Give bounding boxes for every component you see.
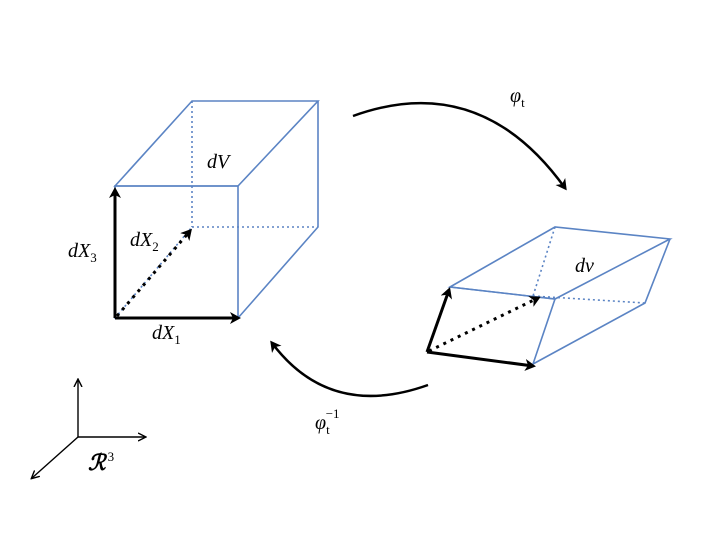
reference-cube: dV dX1 dX2 dX3: [68, 100, 320, 347]
volume-label-dv: dv: [575, 255, 594, 277]
deformed-vector-3-arrow: [425, 287, 452, 353]
deformed-vector-1-arrow: [426, 350, 536, 371]
vector-dX2-arrow: [115, 228, 192, 317]
deformed-right-face: [532, 238, 671, 365]
label-dX1: dX1: [152, 322, 181, 347]
forward-map-label: φt: [510, 85, 525, 110]
cube-right-face: [237, 101, 319, 319]
axis-diagonal-arrow: [32, 436, 79, 478]
cube-top-face: [113, 100, 320, 187]
forward-map-arrow: [352, 101, 567, 191]
forward-map: φt: [352, 85, 567, 191]
label-dX2: dX2: [130, 229, 159, 254]
volume-label-dV: dV: [207, 151, 232, 173]
deformed-front-face: [449, 286, 557, 365]
inverse-map: φt−1: [270, 340, 429, 437]
label-dX3: dX3: [68, 240, 97, 265]
deformed-hidden-edge: [532, 295, 646, 304]
inverse-map-arrow: [270, 340, 429, 398]
deformed-top-face: [447, 226, 673, 300]
deformed-cube: dv: [425, 226, 673, 371]
deformed-hidden-edge: [532, 226, 556, 297]
deformed-vector-2-arrow: [428, 296, 541, 353]
inverse-map-label: φt−1: [315, 406, 340, 437]
